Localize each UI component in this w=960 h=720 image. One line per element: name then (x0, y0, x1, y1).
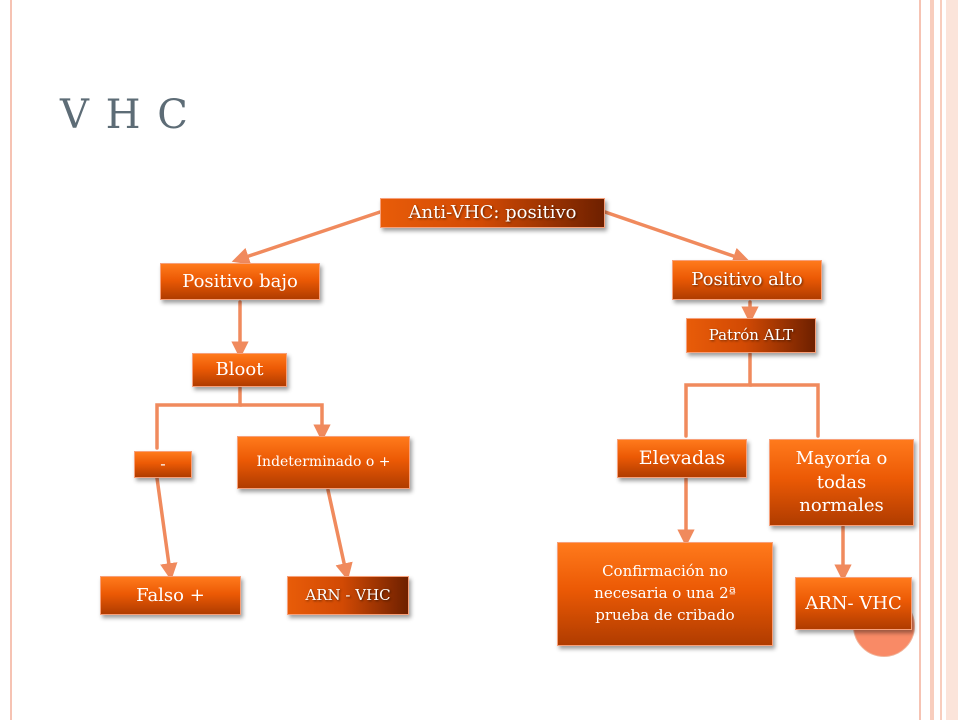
node-positive-high: Positivo alto (672, 260, 822, 300)
frame-line-right-2 (930, 0, 934, 720)
node-negative-label: - (160, 454, 166, 474)
node-false-positive-label: Falso + (136, 584, 205, 606)
node-bloot: Bloot (192, 353, 287, 387)
edge-indeterminate-arn (326, 488, 353, 581)
edge-negative-false (155, 476, 178, 581)
edge-pattern-branches (684, 352, 752, 438)
edge-bloot-indeterminate (238, 403, 331, 442)
frame-line-right-1 (919, 0, 921, 720)
node-elevated-label: Elevadas (638, 447, 726, 470)
node-anti-vhc-positive: Anti-VHC: positivo (380, 198, 605, 228)
node-arn-vhc-right: ARN- VHC (795, 577, 912, 630)
node-alt-pattern-label: Patrón ALT (708, 325, 794, 344)
frame-line-left (10, 0, 12, 720)
node-confirmation: Confirmación no necesaria o una 2ª prueb… (557, 542, 773, 646)
edge-bloot-branches (155, 386, 242, 450)
node-arn-vhc-left-label: ARN - VHC (305, 585, 391, 604)
frame-line-right-4 (946, 0, 958, 720)
node-anti-vhc-positive-label: Anti-VHC: positivo (408, 202, 577, 224)
node-indeterminate-label: Indeterminado o + (256, 454, 391, 471)
node-positive-low: Positivo bajo (160, 263, 320, 300)
node-confirmation-label: Confirmación no necesaria o una 2ª prueb… (594, 562, 736, 624)
node-false-positive: Falso + (100, 576, 241, 615)
node-arn-vhc-right-label: ARN- VHC (805, 592, 902, 614)
edge-pattern-normal (748, 383, 820, 438)
node-positive-low-label: Positivo bajo (182, 270, 298, 292)
node-mostly-normal-label: Mayoría o todas normales (795, 448, 888, 517)
edge-root-high (603, 210, 751, 265)
node-alt-pattern: Patrón ALT (686, 318, 816, 353)
node-elevated: Elevadas (617, 439, 747, 478)
node-bloot-label: Bloot (215, 359, 264, 381)
node-negative: - (134, 451, 192, 478)
slide-title: V H C (60, 92, 190, 138)
frame-line-right-3 (940, 0, 942, 720)
node-indeterminate: Indeterminado o + (237, 436, 410, 489)
node-positive-high-label: Positivo alto (691, 268, 803, 290)
node-mostly-normal: Mayoría o todas normales (769, 439, 914, 526)
edge-root-low (231, 210, 382, 265)
node-arn-vhc-left: ARN - VHC (287, 576, 409, 615)
